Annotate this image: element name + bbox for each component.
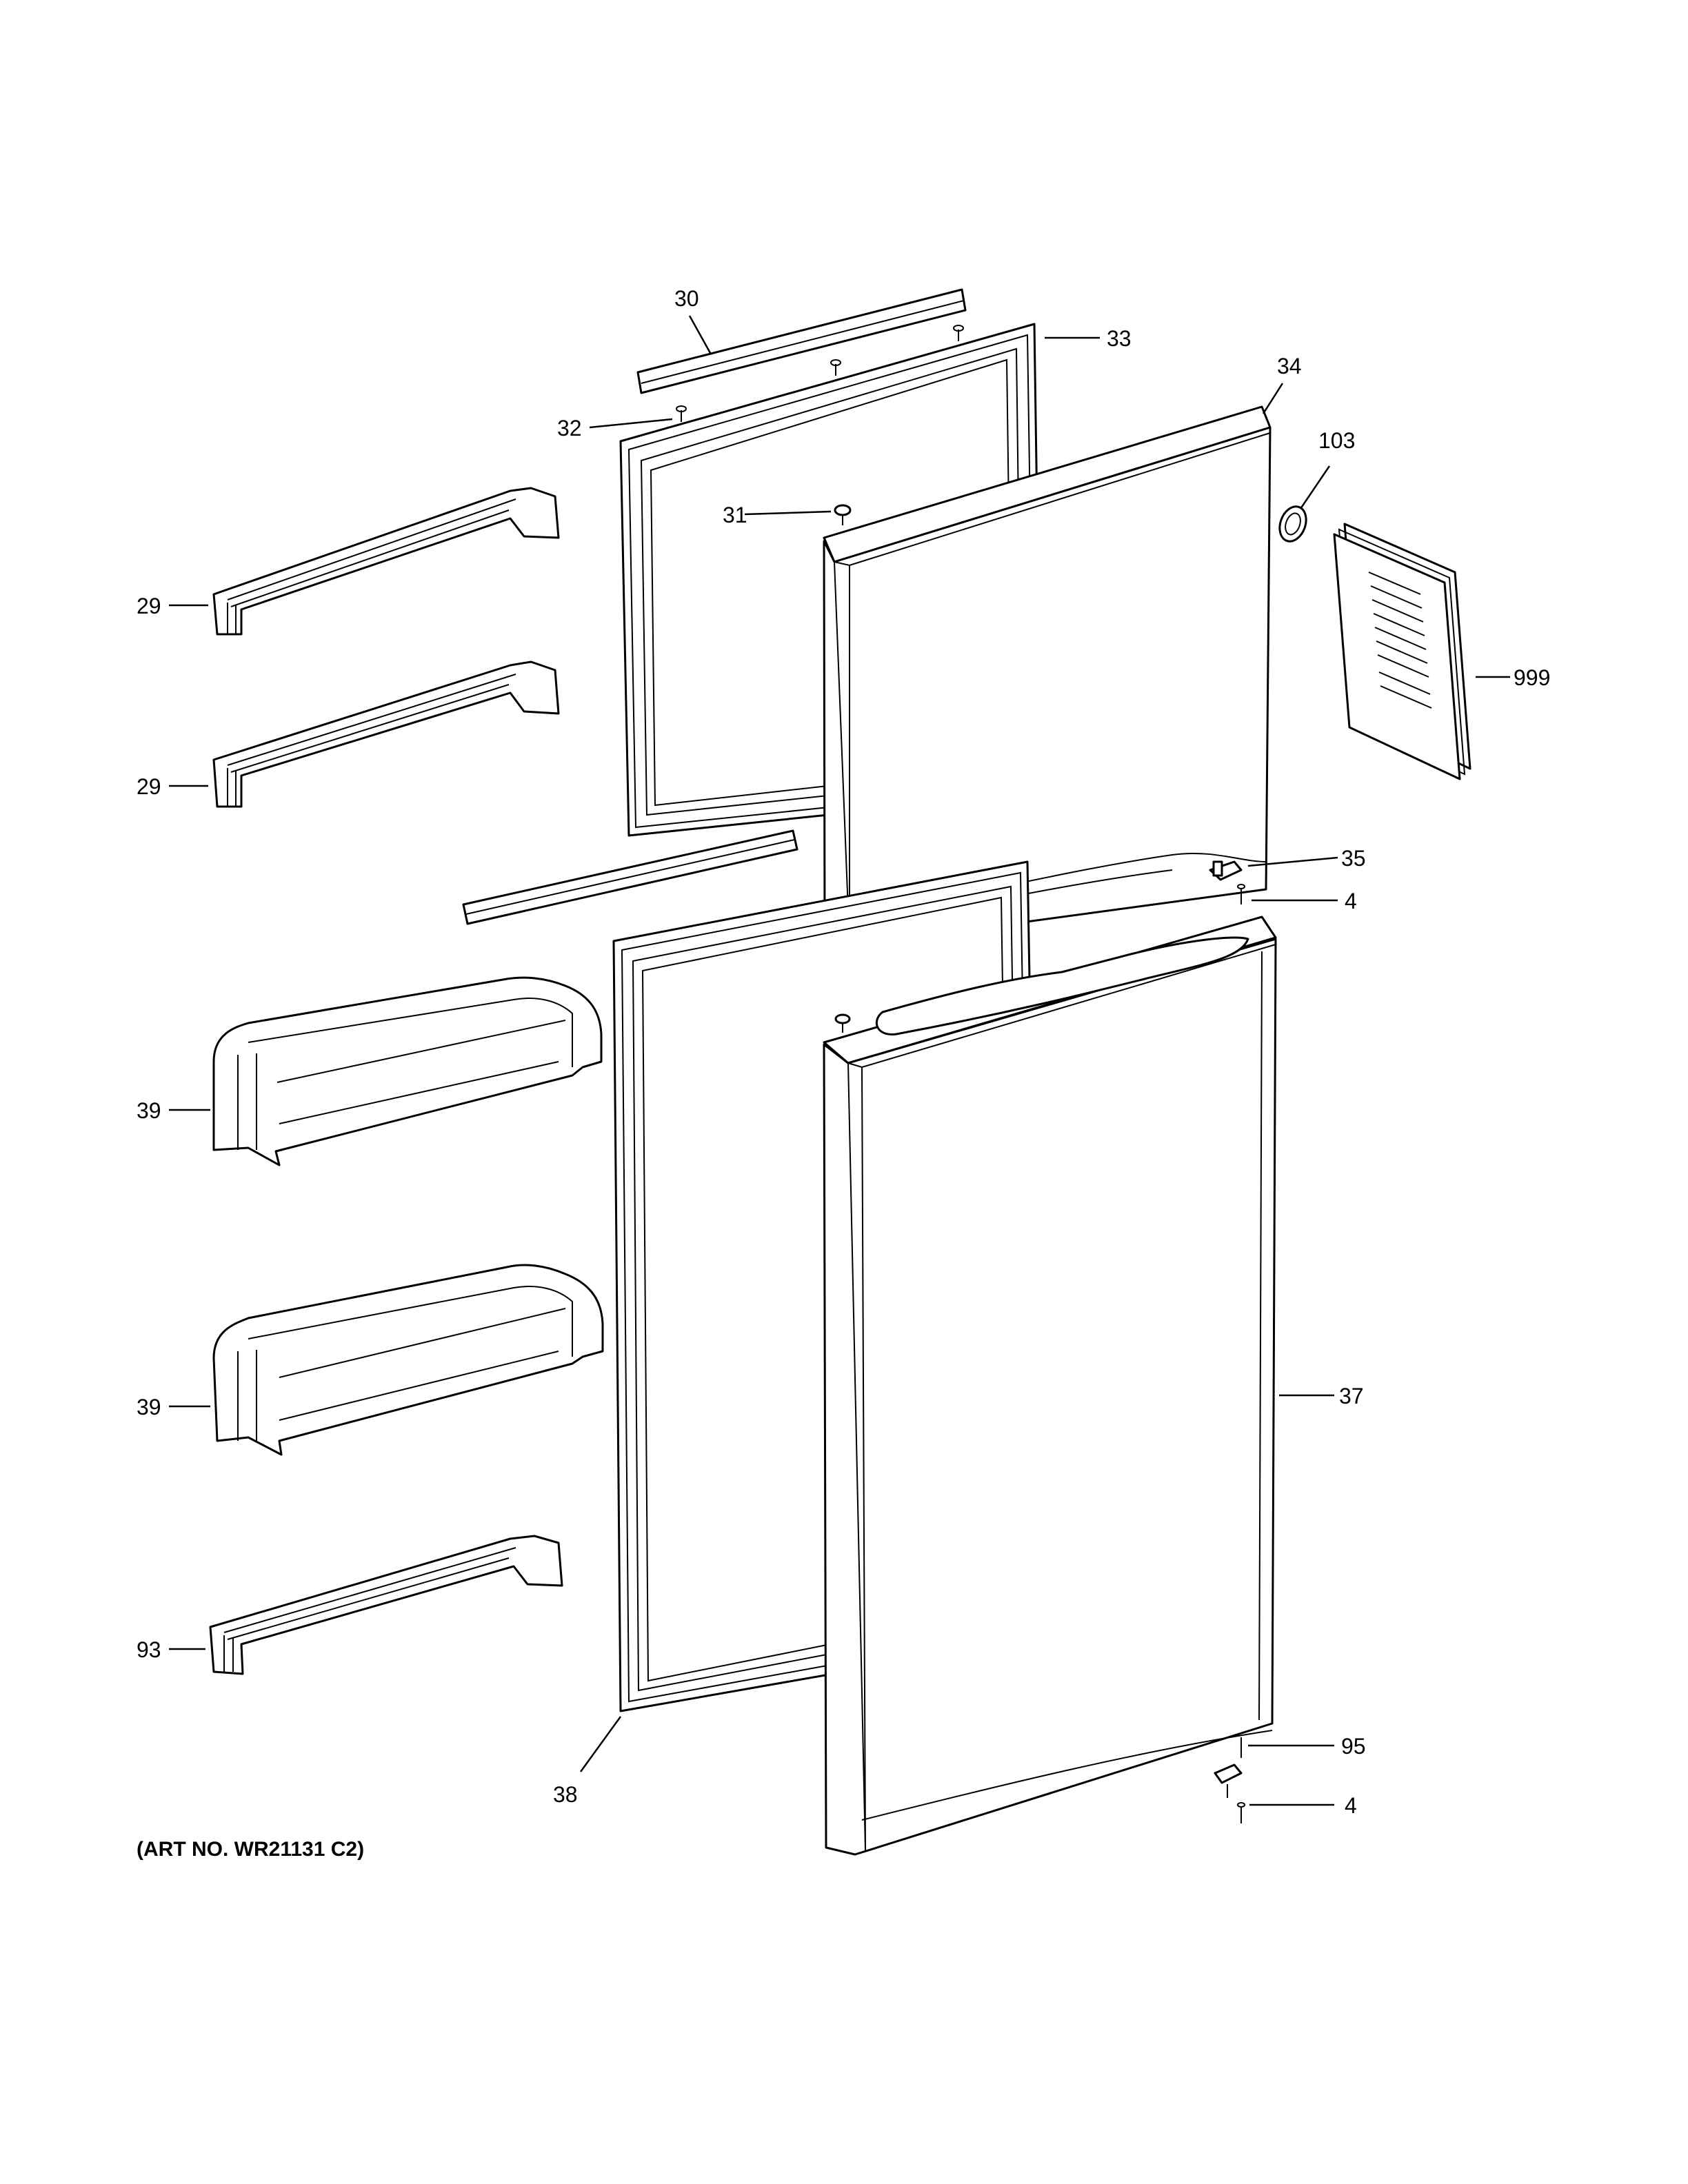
part-29-door-bin-lower [212, 660, 560, 808]
callout-37: 37 [1339, 1384, 1364, 1408]
callout-32: 32 [557, 416, 582, 441]
callout-30: 30 [674, 286, 699, 311]
callout-39-lower: 39 [137, 1395, 161, 1419]
part-31-bushing [834, 504, 852, 525]
callout-999: 999 [1514, 665, 1550, 690]
callout-34: 34 [1277, 354, 1302, 378]
callout-29-upper: 29 [137, 594, 161, 618]
callout-39-upper: 39 [137, 1098, 161, 1123]
part-34-freezer-door [823, 405, 1272, 947]
callout-35: 35 [1341, 846, 1366, 871]
art-number: (ART NO. WR21131 C2) [137, 1838, 364, 1861]
callout-38: 38 [553, 1782, 578, 1807]
callout-33: 33 [1107, 326, 1132, 351]
callout-103: 103 [1318, 428, 1355, 453]
callout-4-lower: 4 [1345, 1793, 1357, 1818]
part-4-screw-lower [1237, 1802, 1245, 1823]
callout-95: 95 [1341, 1734, 1366, 1759]
part-35-hinge [1209, 860, 1243, 881]
part-95-bottom-hinge [1214, 1737, 1243, 1798]
fresh-door-hinge-pin [834, 1013, 851, 1033]
lower-trim-strip [462, 829, 798, 925]
part-103-badge [1278, 505, 1307, 543]
part-37-fresh-food-door [823, 916, 1277, 1856]
part-32-screws [676, 325, 964, 422]
callout-labels: 30 33 32 34 103 31 29 999 29 35 4 39 37 … [137, 286, 1550, 1818]
part-4-screw-upper [1237, 884, 1245, 904]
callout-93: 93 [137, 1637, 161, 1662]
callout-4-upper: 4 [1345, 889, 1357, 913]
part-39-door-bin-lower [212, 1264, 604, 1456]
part-999-manual [1333, 523, 1471, 780]
part-39-door-bin-upper [212, 976, 603, 1166]
leader-lines [169, 315, 1510, 1806]
callout-29-lower: 29 [137, 774, 161, 799]
part-30-trim-strip [636, 288, 967, 394]
part-93-door-bin [209, 1535, 563, 1675]
callout-31: 31 [723, 503, 747, 527]
part-29-door-bin-upper [212, 487, 560, 636]
